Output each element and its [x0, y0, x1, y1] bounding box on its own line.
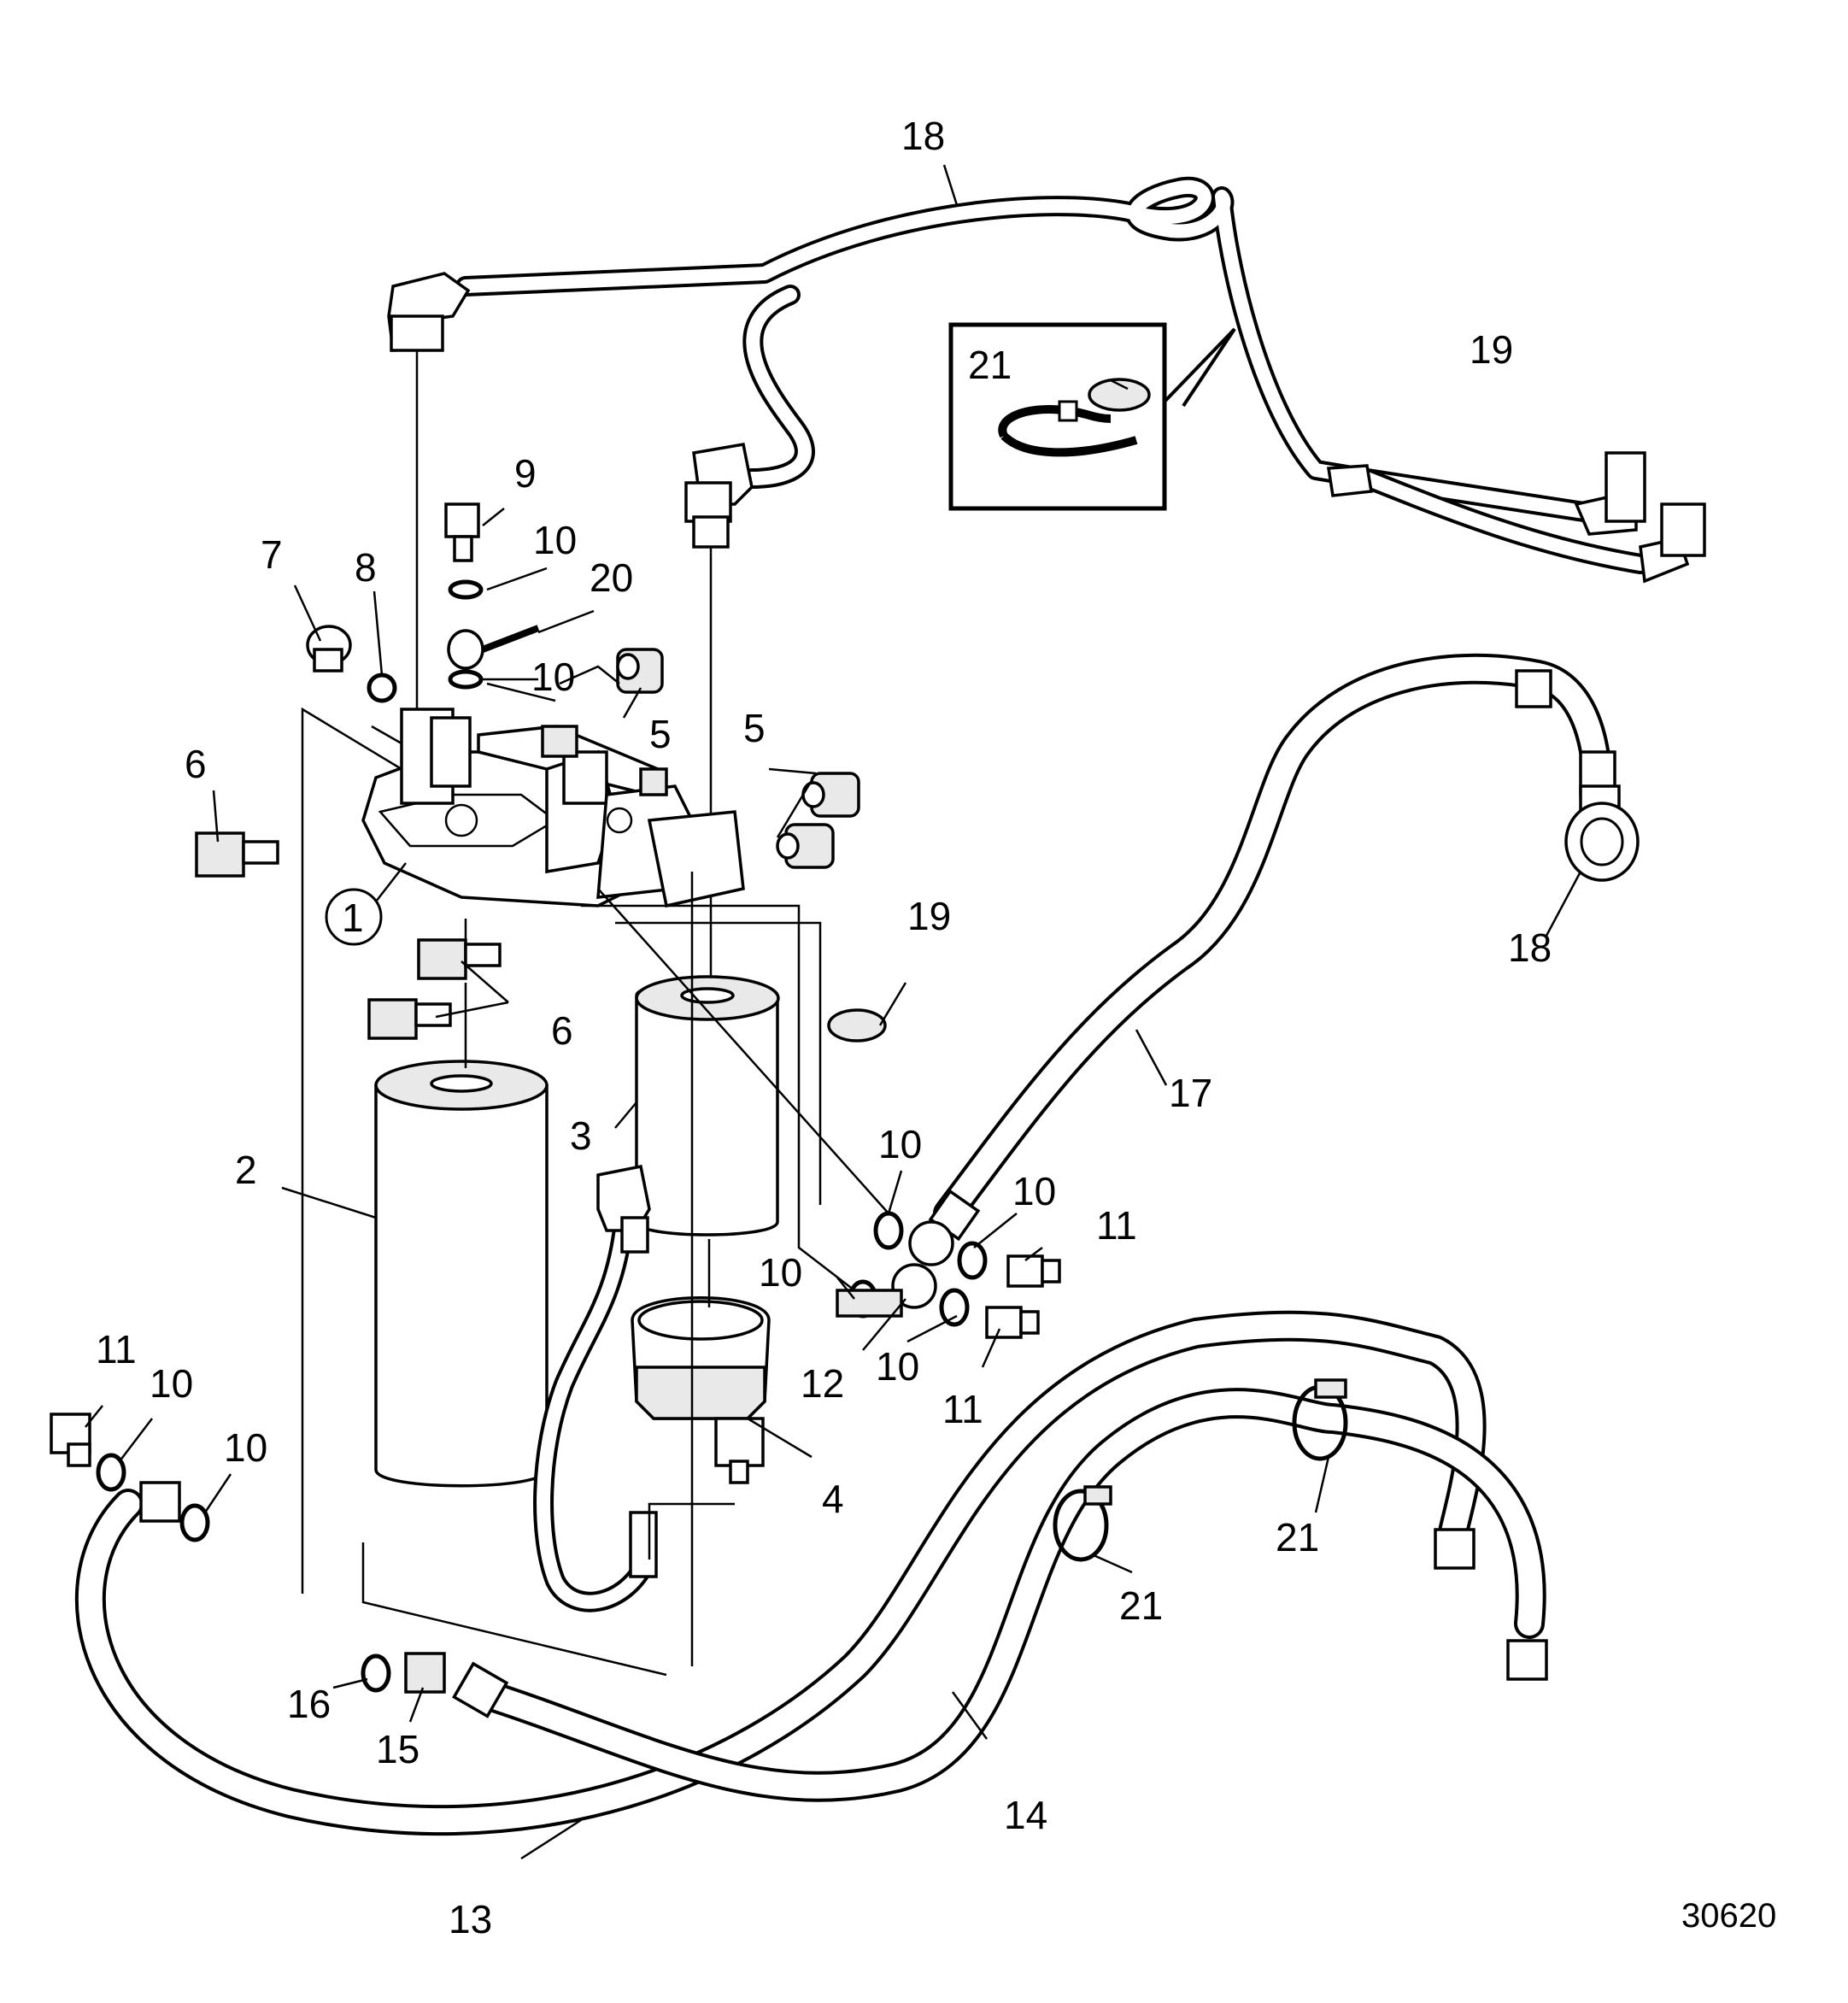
callout-labels: 1 2 3 4 5 5 6 6 7 8 9 10 10 10 10 10 10 …	[96, 114, 1776, 1941]
callout-13: 13	[449, 1897, 492, 1941]
callout-7: 7	[261, 532, 283, 577]
washer-10-a	[448, 579, 484, 600]
callout-10g: 10	[150, 1361, 193, 1406]
washer-10-d	[957, 1241, 988, 1280]
hose-17	[928, 653, 1616, 1242]
callout-14: 14	[1004, 1793, 1047, 1837]
callout-10e: 10	[759, 1250, 802, 1295]
callout-5b: 5	[743, 706, 766, 750]
callout-21b: 21	[1276, 1515, 1319, 1560]
bolt-11-c	[50, 1413, 91, 1467]
callout-16: 16	[287, 1682, 331, 1726]
assembly-leaders	[301, 665, 889, 1677]
callout-3: 3	[570, 1113, 592, 1158]
bolt-11-b	[985, 1306, 1040, 1339]
hose-14	[452, 1388, 1548, 1802]
callout-6b: 6	[551, 1008, 573, 1053]
callout-19b: 19	[907, 894, 951, 938]
callout-1: 1	[342, 896, 364, 940]
washer-10-c	[873, 1211, 904, 1250]
callout-18b: 18	[1508, 925, 1552, 970]
inset-label-21: 21	[968, 343, 1012, 387]
callout-10b: 10	[531, 655, 575, 699]
callout-17: 17	[1169, 1071, 1212, 1115]
callout-11b: 11	[942, 1387, 983, 1431]
cap-19-mid	[827, 1008, 887, 1043]
sensor-cable-bowl	[533, 1164, 658, 1612]
adapter-15	[404, 1652, 446, 1694]
callout-18a: 18	[901, 114, 945, 158]
filter-3	[635, 975, 780, 1236]
plug-7	[306, 625, 352, 673]
callout-10f: 10	[876, 1344, 919, 1389]
clip-21-b	[1292, 1378, 1348, 1461]
callout-10d: 10	[1012, 1169, 1056, 1213]
seal-8	[367, 673, 397, 703]
callout-19a: 19	[1470, 327, 1513, 372]
figure-number: 30620	[1681, 1897, 1776, 1935]
seal-16	[361, 1654, 391, 1693]
eye-fitting-18	[1564, 784, 1640, 882]
callout-5a: 5	[649, 712, 672, 756]
nipple-6-a	[195, 831, 279, 878]
sensor-18	[684, 442, 754, 549]
bolt-9	[444, 502, 480, 562]
hose-13	[74, 1310, 1487, 1836]
callout-9: 9	[514, 451, 537, 496]
clip-21-a	[1053, 1485, 1112, 1562]
callout-1-leader	[375, 862, 407, 902]
washer-10-h	[179, 1503, 210, 1542]
hose-18-top	[455, 176, 1651, 574]
nipple-6-b	[417, 938, 502, 980]
filter-head	[361, 708, 745, 908]
callout-15: 15	[376, 1727, 419, 1771]
damper-5-b	[801, 772, 860, 818]
nipple-6-c	[367, 998, 452, 1040]
callout-leaders	[85, 164, 1582, 1860]
banjo-20	[447, 625, 540, 670]
fitting-13-end	[139, 1481, 181, 1523]
cap-19-top	[1088, 378, 1151, 412]
banjo-11-a	[908, 1220, 1061, 1288]
callout-12: 12	[801, 1361, 844, 1406]
callout-2: 2	[235, 1148, 257, 1192]
callout-1-circle	[325, 888, 383, 946]
damper-5-a	[616, 648, 664, 694]
callout-4: 4	[822, 1477, 844, 1521]
callout-21a: 21	[1119, 1583, 1163, 1628]
callout-11c: 11	[96, 1327, 137, 1372]
damper-5-c	[776, 823, 835, 869]
connector-18-left	[387, 272, 471, 352]
filter-2	[374, 1060, 549, 1488]
callout-10h: 10	[224, 1425, 267, 1470]
banjo-12	[836, 1263, 937, 1318]
water-bowl-4	[631, 1296, 771, 1484]
inset-box-21	[948, 322, 1236, 511]
washer-10-g	[96, 1453, 126, 1492]
callout-10a: 10	[533, 518, 577, 562]
callout-20: 20	[590, 555, 633, 600]
washer-10-f	[939, 1288, 970, 1327]
callout-10c: 10	[878, 1122, 922, 1166]
washer-10-b	[448, 669, 484, 690]
callout-8: 8	[355, 545, 377, 590]
callout-6a: 6	[185, 742, 207, 786]
connector-18-right	[1326, 451, 1706, 584]
callout-11a: 11	[1096, 1203, 1137, 1248]
